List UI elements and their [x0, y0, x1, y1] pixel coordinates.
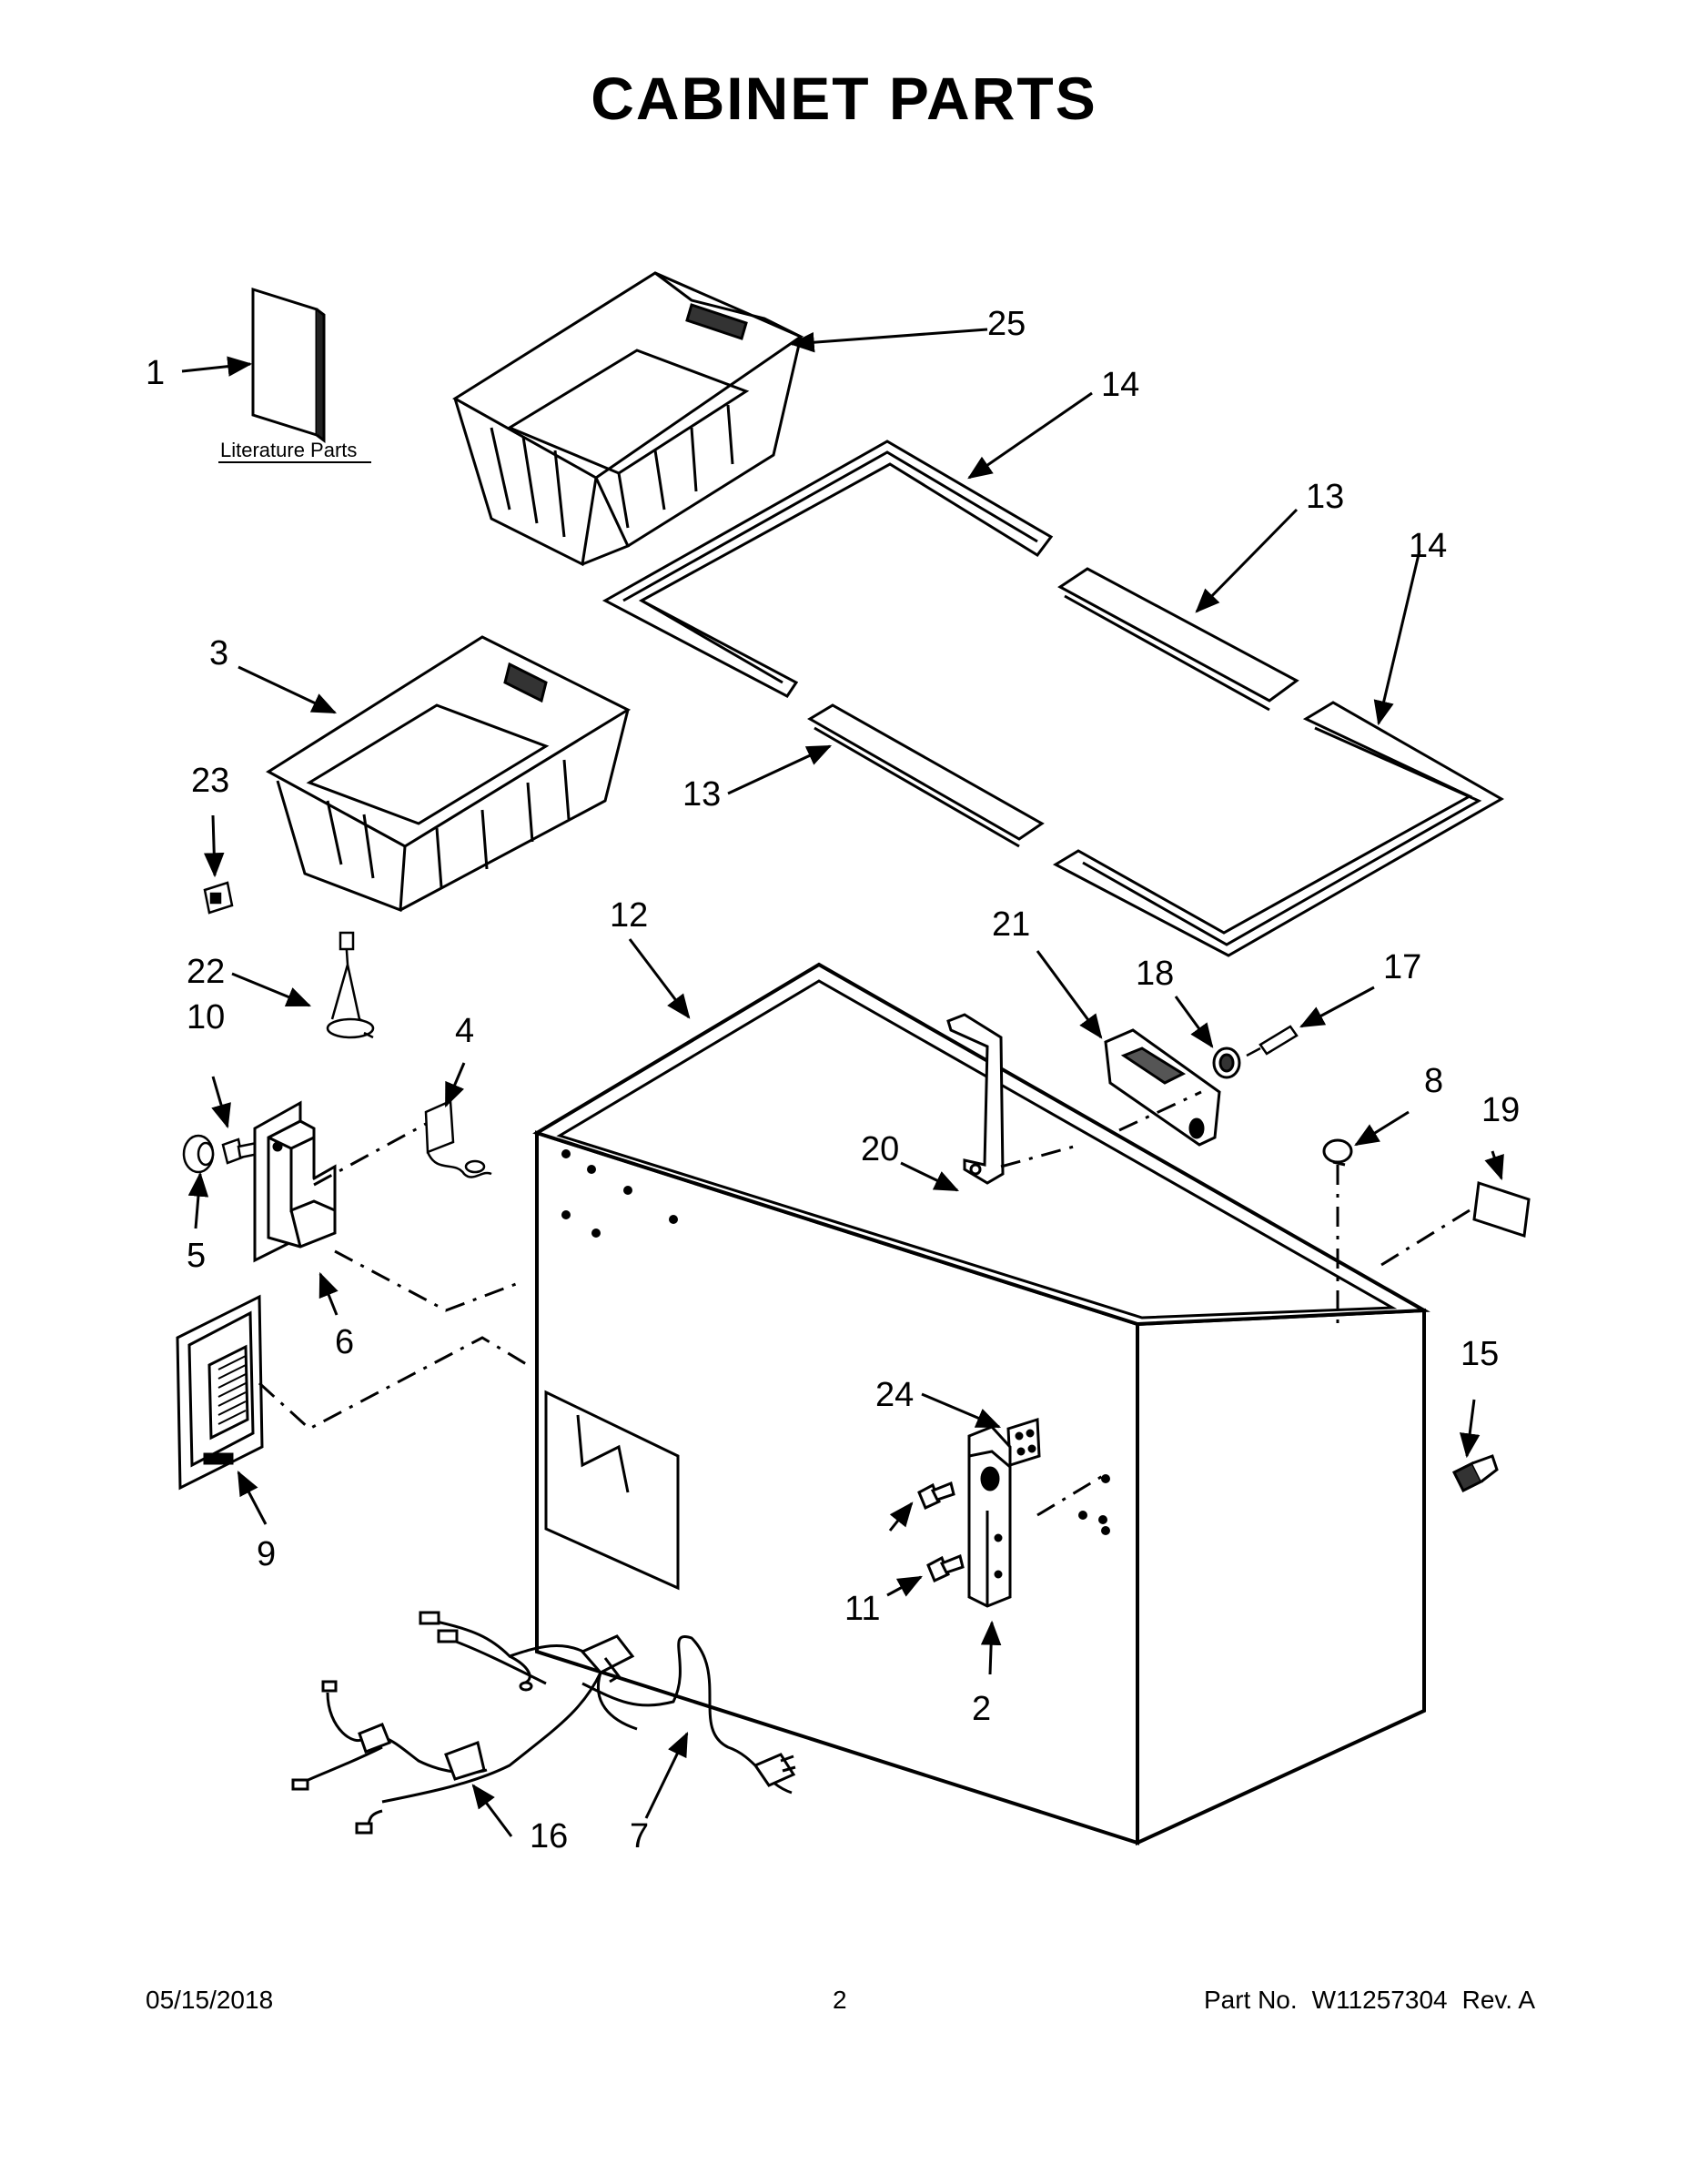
leveling-leg-part-15 [1451, 1454, 1499, 1493]
page-title: CABINET PARTS [591, 65, 1097, 132]
footer-date: 05/15/2018 [146, 1986, 274, 2014]
callout-16: 16 [530, 1817, 568, 1855]
callout-2: 2 [972, 1690, 991, 1728]
callout-13-lower: 13 [682, 775, 721, 814]
callout-22: 22 [187, 953, 225, 991]
small-basket-part-3 [266, 635, 632, 913]
cabinet-mounting-holes [561, 1149, 1110, 1535]
callout-8: 8 [1424, 1062, 1443, 1100]
callout-3: 3 [209, 634, 228, 672]
screw-part-10 [221, 1138, 260, 1165]
callout-13-upper: 13 [1306, 478, 1344, 516]
lock-housing-part-21 [1104, 1028, 1221, 1147]
clip-part-23 [203, 881, 234, 915]
callout-17: 17 [1383, 948, 1421, 986]
lock-strike-part-20 [946, 1013, 1005, 1185]
callout-20: 20 [861, 1130, 899, 1168]
lock-key-part-17 [1246, 1025, 1299, 1057]
hinge-part-2 [967, 1425, 1012, 1608]
gasket-part-14-left [601, 440, 1054, 698]
footer-part-number: Part No. W11257304 Rev. A [1204, 1986, 1535, 2015]
plug-part-8 [1322, 1138, 1353, 1167]
footer-page-number: 2 [833, 1986, 847, 2014]
lock-bezel-part-18 [1212, 1046, 1241, 1079]
callout-24: 24 [875, 1376, 914, 1414]
power-cord-part-7 [581, 1635, 796, 1795]
callout-4: 4 [455, 1012, 474, 1050]
callout-18: 18 [1136, 955, 1174, 993]
callout-23: 23 [191, 762, 229, 800]
callout-21: 21 [992, 905, 1030, 944]
label-part-19 [1472, 1181, 1531, 1238]
callout-5: 5 [187, 1237, 206, 1275]
callout-19: 19 [1481, 1091, 1520, 1129]
literature-booklet-part-1 [251, 287, 326, 443]
gasket-part-13-lower [807, 703, 1045, 848]
cabinet-part-12 [532, 962, 1430, 1846]
revision-label: Rev. A [1461, 1986, 1535, 2014]
callout-1: 1 [146, 354, 165, 392]
gasket-part-13-upper [1057, 567, 1299, 712]
literature-parts-label: Literature Parts [220, 439, 357, 461]
callout-6: 6 [335, 1323, 354, 1361]
callout-12: 12 [610, 896, 648, 935]
vent-grille-part-9 [176, 1294, 264, 1491]
control-bracket-part-6 [253, 1100, 337, 1263]
callout-11: 11 [844, 1590, 880, 1628]
callout-14-left: 14 [1101, 366, 1139, 404]
gasket-part-14-right [1052, 701, 1505, 957]
callout-9: 9 [257, 1535, 276, 1573]
callout-15: 15 [1461, 1335, 1499, 1373]
callout-7: 7 [630, 1817, 649, 1855]
part-number-value: W11257304 [1311, 1986, 1448, 2014]
thermostat-part-22 [326, 931, 375, 1039]
screws-part-11 [917, 1481, 965, 1583]
part-number-label: Part No. [1203, 1986, 1298, 2014]
assembly-dashed-lines [258, 1090, 1471, 1517]
callout-25: 25 [987, 305, 1026, 343]
callout-14-right: 14 [1409, 527, 1447, 565]
callout-10: 10 [187, 998, 225, 1036]
bumper-part-5 [182, 1134, 215, 1174]
wire-harness-part-16 [291, 1611, 638, 1835]
hinge-plate-part-24 [1006, 1417, 1041, 1468]
leader-arrows [181, 328, 1504, 1837]
relay-part-4 [424, 1099, 492, 1178]
